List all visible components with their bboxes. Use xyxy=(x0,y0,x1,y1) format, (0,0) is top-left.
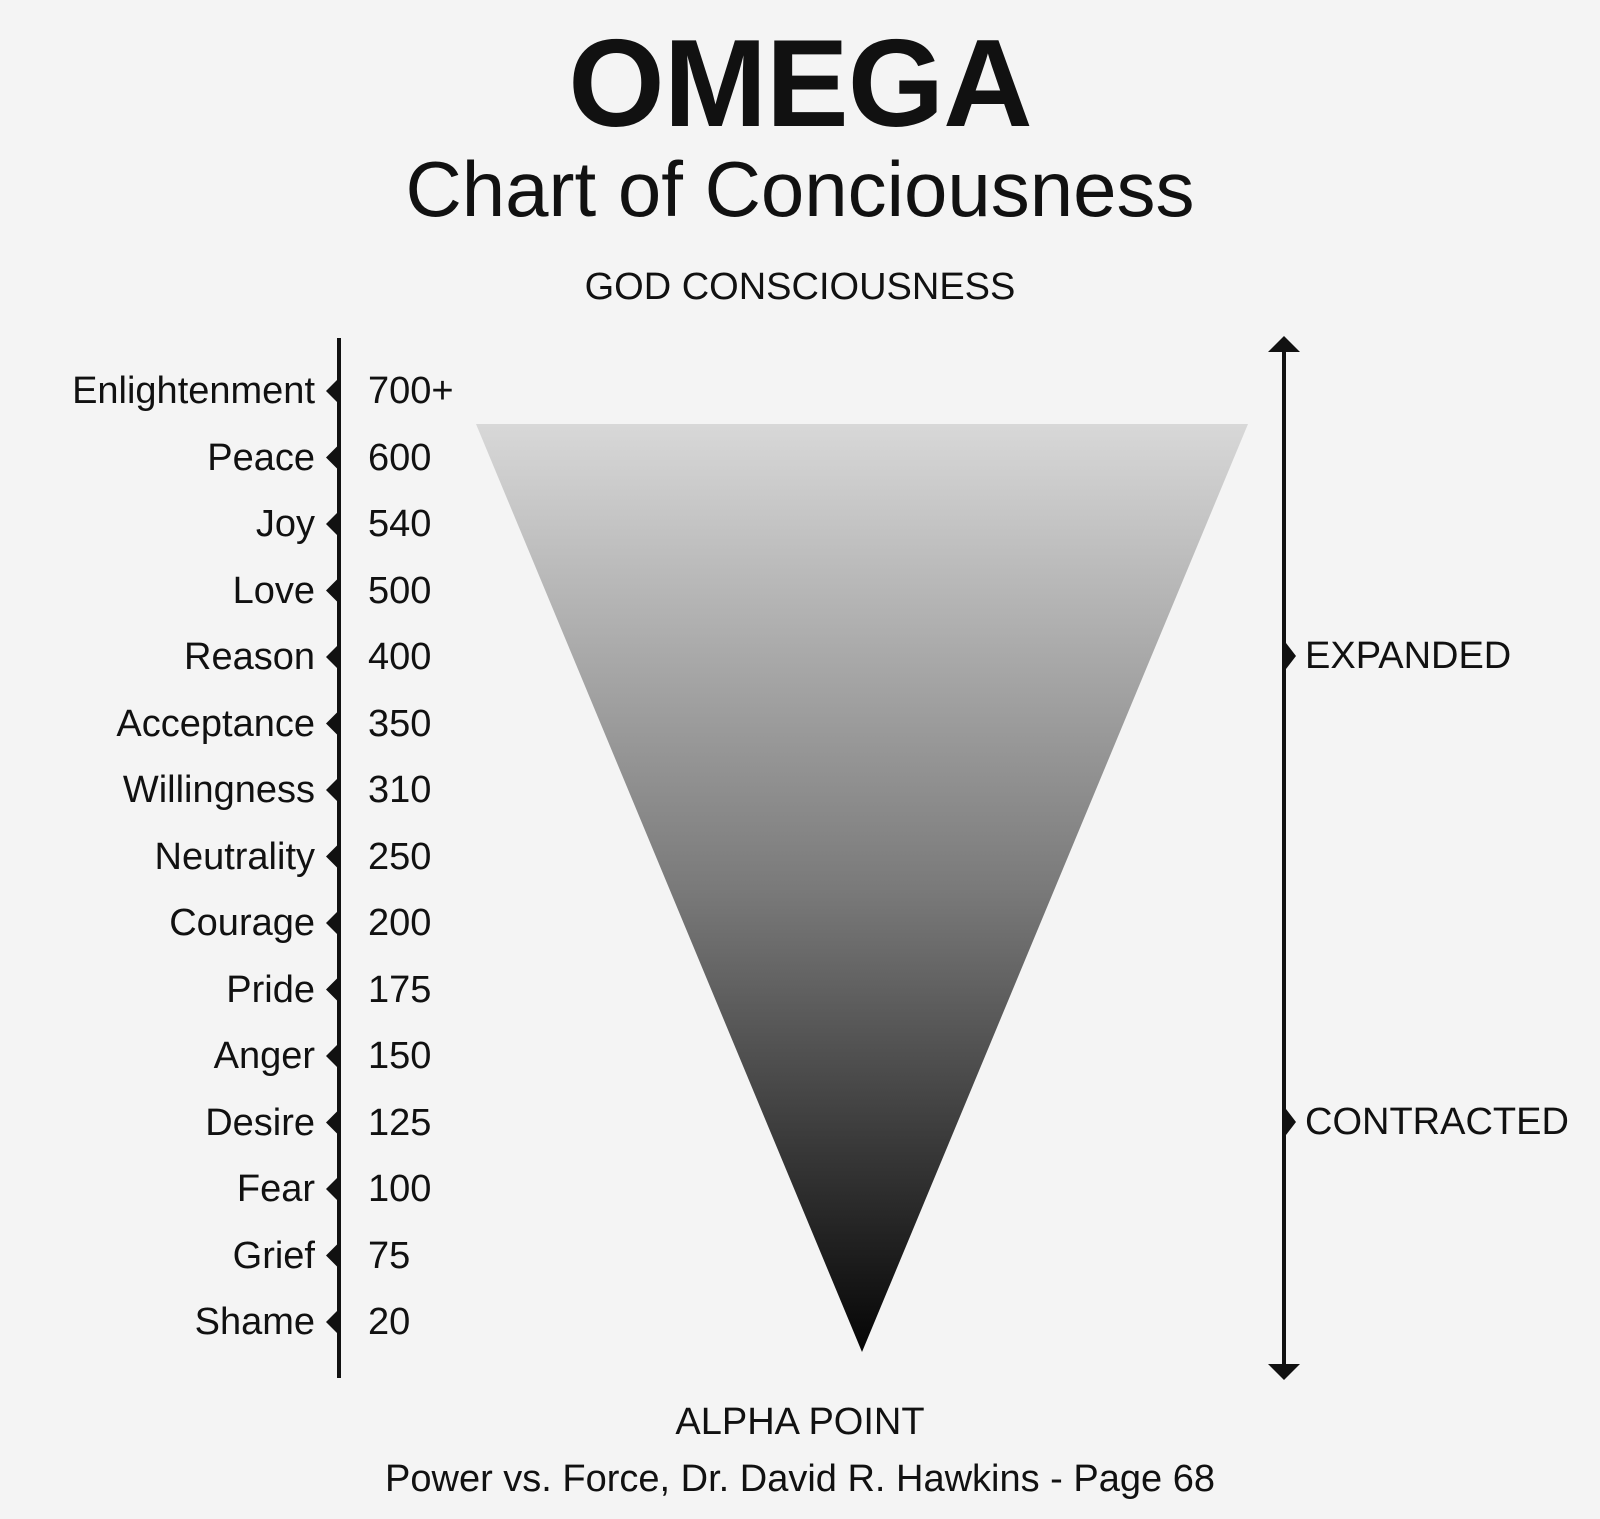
level-pointer-icon xyxy=(326,380,337,402)
level-name: Grief xyxy=(232,1234,315,1277)
level-name: Courage xyxy=(169,902,315,944)
level-value: 250 xyxy=(368,835,432,878)
chart-title: OMEGA xyxy=(568,15,1032,153)
level-pointer-icon xyxy=(326,912,337,934)
level-value: 350 xyxy=(368,702,432,745)
level-name: Enlightenment xyxy=(72,370,315,412)
level-value: 600 xyxy=(368,436,432,479)
level-pointer-icon xyxy=(326,845,337,868)
source-citation: Power vs. Force, Dr. David R. Hawkins - … xyxy=(385,1458,1215,1500)
level-name: Fear xyxy=(236,1168,315,1210)
level-value: 400 xyxy=(368,636,432,678)
level-name: Peace xyxy=(207,436,315,479)
up-arrow-icon xyxy=(1268,336,1300,352)
level-name: Anger xyxy=(213,1035,315,1077)
contracted-marker-icon xyxy=(1286,1109,1296,1135)
level-name: Reason xyxy=(184,636,315,678)
level-pointer-icon xyxy=(326,1045,337,1067)
level-name: Willingness xyxy=(122,769,315,811)
level-value: 200 xyxy=(368,902,432,944)
top-label: GOD CONSCIOUSNESS xyxy=(584,266,1016,308)
level-pointer-icon xyxy=(326,978,337,1001)
chart-subtitle: Chart of Conciousness xyxy=(405,145,1195,233)
level-pointer-icon xyxy=(326,1311,337,1333)
expanded-label: EXPANDED xyxy=(1305,635,1512,677)
level-value: 150 xyxy=(368,1035,432,1077)
down-arrow-icon xyxy=(1268,1364,1300,1380)
level-value: 175 xyxy=(368,968,432,1011)
level-value: 75 xyxy=(368,1234,411,1277)
level-value: 500 xyxy=(368,569,432,612)
level-pointer-icon xyxy=(326,1244,337,1267)
level-pointer-icon xyxy=(326,779,337,801)
expanded-marker-icon xyxy=(1286,643,1296,669)
level-value: 310 xyxy=(368,769,432,811)
level-axis-ticks xyxy=(326,380,337,1333)
level-pointer-icon xyxy=(326,1178,337,1200)
level-pointer-icon xyxy=(326,513,337,535)
level-pointer-icon xyxy=(326,646,337,668)
level-name: Acceptance xyxy=(116,702,315,745)
level-value: 100 xyxy=(368,1168,432,1210)
level-value: 540 xyxy=(368,503,432,545)
level-name: Love xyxy=(232,569,315,612)
level-name: Pride xyxy=(226,968,315,1011)
bottom-label: ALPHA POINT xyxy=(675,1401,925,1443)
level-value: 20 xyxy=(368,1301,411,1343)
contracted-label: CONTRACTED xyxy=(1305,1101,1569,1143)
level-name: Shame xyxy=(194,1301,315,1343)
level-pointer-icon xyxy=(326,1111,337,1134)
level-name: Neutrality xyxy=(154,835,316,878)
consciousness-triangle xyxy=(476,424,1248,1352)
level-value: 125 xyxy=(368,1101,432,1144)
level-pointer-icon xyxy=(326,579,337,602)
level-pointer-icon xyxy=(326,446,337,469)
level-name: Desire xyxy=(205,1101,315,1144)
level-name: Joy xyxy=(255,503,315,545)
level-pointer-icon xyxy=(326,712,337,735)
level-value: 700+ xyxy=(368,370,454,412)
